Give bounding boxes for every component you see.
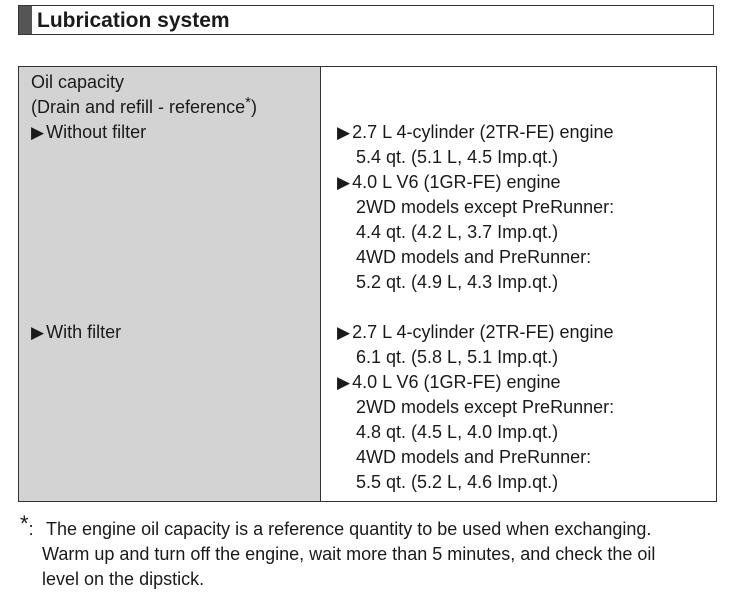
triangle-bullet-icon: ▶ [31,323,45,342]
label-drain-refill-close: ) [250,97,257,117]
triangle-bullet-icon: ▶ [337,173,351,192]
value-line: 4.4 qt. (4.2 L, 3.7 Imp.qt.) [356,222,559,242]
value-line: 2WD models except PreRunner: [356,397,615,417]
value-line: 6.1 qt. (5.8 L, 5.1 Imp.qt.) [356,347,559,367]
value-line: ▶2.7 L 4-cylinder (2TR-FE) engine [337,321,614,344]
value-text: 4.0 L V6 (1GR-FE) engine [352,172,561,192]
condition-label: Without filter [46,122,147,142]
triangle-bullet-icon: ▶ [337,373,351,392]
value-text: 2.7 L 4-cylinder (2TR-FE) engine [352,322,614,342]
value-line: ▶4.0 L V6 (1GR-FE) engine [337,171,561,194]
label-oil-capacity: Oil capacity [31,72,125,92]
footnote-line-3: level on the dipstick. [42,569,205,589]
section-title: Lubrication system [37,9,230,32]
footnote-line-1: *:The engine oil capacity is a reference… [20,513,655,542]
condition-without-filter: ▶Without filter [31,121,146,144]
footnote-marker: *: [20,513,46,542]
value-line: 4.8 qt. (4.5 L, 4.0 Imp.qt.) [356,422,559,442]
value-line: 5.4 qt. (5.1 L, 4.5 Imp.qt.) [356,147,559,167]
value-line: ▶2.7 L 4-cylinder (2TR-FE) engine [337,121,614,144]
value-line: ▶4.0 L V6 (1GR-FE) engine [337,371,561,394]
label-column: Oil capacity (Drain and refill - referen… [19,67,321,501]
section-header: Lubrication system [18,5,714,35]
label-drain-refill: (Drain and refill - reference*) [31,94,257,118]
value-line: 5.5 qt. (5.2 L, 4.6 Imp.qt.) [356,472,559,492]
footnote-colon: : [28,519,34,539]
asterisk-marker: * [245,94,251,111]
condition-with-filter: ▶With filter [31,321,121,344]
section-header-bar [19,6,32,34]
value-line: 4WD models and PreRunner: [356,447,592,467]
footnote-line-2: Warm up and turn off the engine, wait mo… [42,544,656,564]
condition-label: With filter [46,322,122,342]
value-text: 2.7 L 4-cylinder (2TR-FE) engine [352,122,614,142]
specification-table: Oil capacity (Drain and refill - referen… [18,66,717,502]
footnote-text: The engine oil capacity is a reference q… [46,519,652,539]
triangle-bullet-icon: ▶ [337,123,351,142]
footnote: *:The engine oil capacity is a reference… [20,513,656,592]
triangle-bullet-icon: ▶ [337,323,351,342]
triangle-bullet-icon: ▶ [31,123,45,142]
value-line: 4WD models and PreRunner: [356,247,592,267]
value-line: 2WD models except PreRunner: [356,197,615,217]
value-text: 4.0 L V6 (1GR-FE) engine [352,372,561,392]
asterisk-marker: * [20,511,29,536]
value-line: 5.2 qt. (4.9 L, 4.3 Imp.qt.) [356,272,559,292]
label-drain-refill-text: (Drain and refill - reference [31,97,246,117]
